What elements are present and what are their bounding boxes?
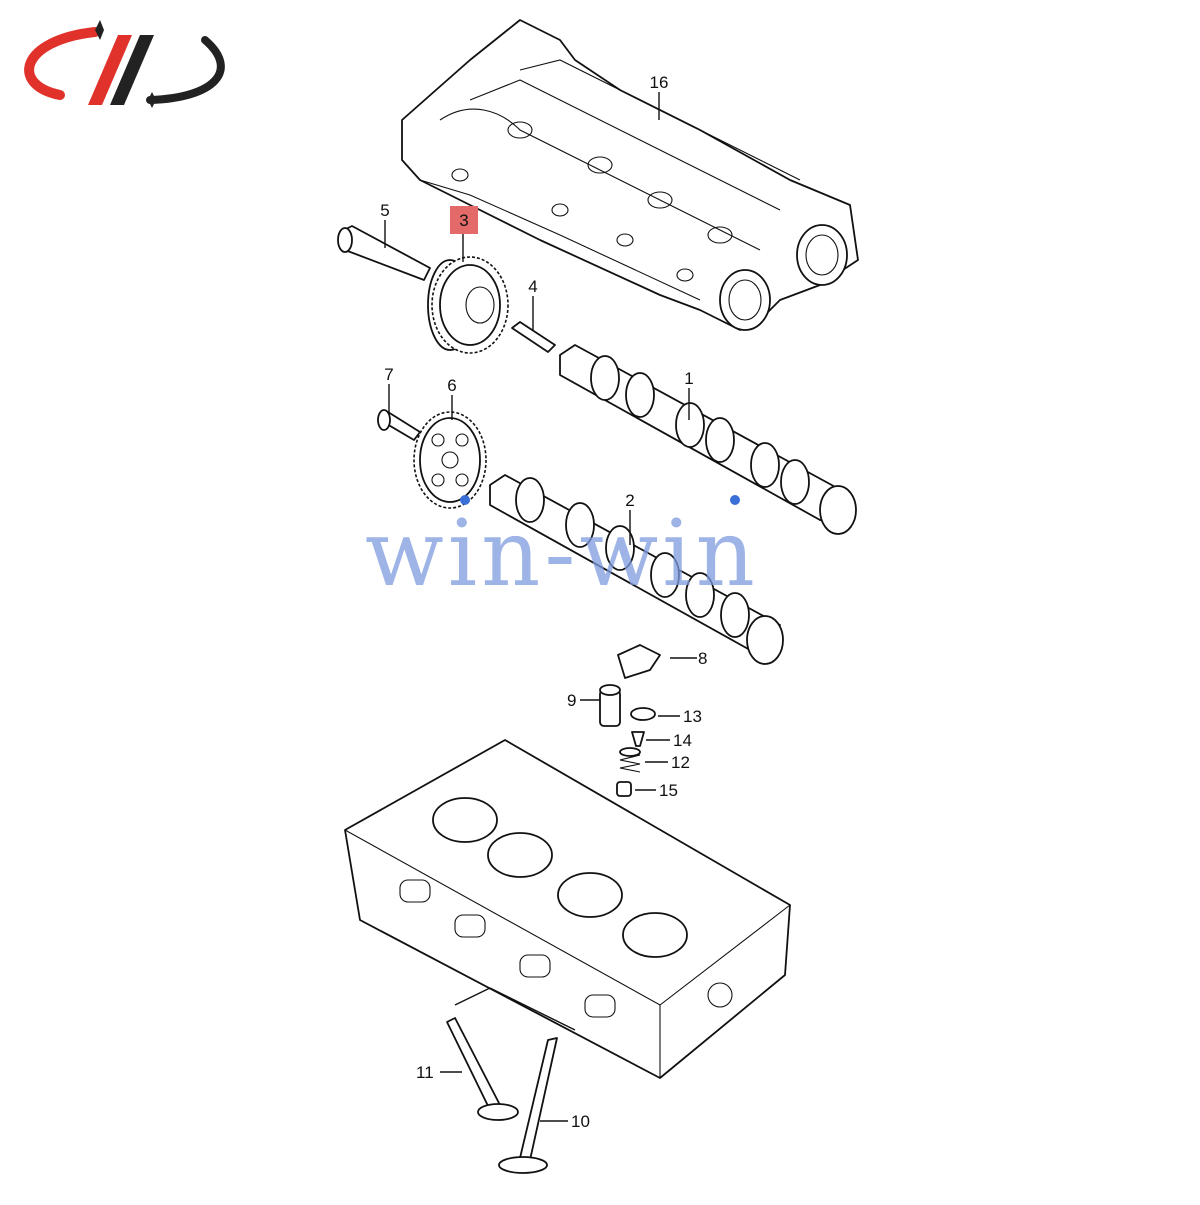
camshaft-adjuster-3	[427, 256, 509, 354]
watermark-text: win-win	[365, 500, 759, 607]
valve-10	[498, 1037, 558, 1174]
callout-13: 13	[683, 707, 702, 726]
leader-lines	[384, 92, 697, 1122]
valve-11	[446, 1017, 519, 1121]
bolt-7	[377, 409, 421, 441]
callout-2: 2	[625, 491, 634, 510]
callout-5: 5	[380, 201, 389, 220]
callout-9: 9	[567, 691, 576, 710]
cylinder-head	[344, 739, 791, 1079]
valve-seal-15	[616, 781, 632, 797]
callout-11: 11	[416, 1063, 434, 1082]
callouts: 3 16 5 4 1 7 6 2 8 9 13 14 12 15 11 10	[380, 73, 707, 1131]
callout-14: 14	[673, 731, 692, 750]
callout-10: 10	[571, 1112, 590, 1131]
brand-logo	[24, 20, 225, 108]
watermark-dot-left	[460, 495, 470, 505]
valve-spring-12	[619, 747, 641, 773]
lifter-9	[599, 684, 621, 727]
sleeve-4	[511, 321, 556, 353]
callout-12: 12	[671, 753, 690, 772]
callout-16: 16	[650, 73, 669, 92]
watermark-dot-right	[730, 495, 740, 505]
camshaft-housing	[401, 19, 859, 331]
callout-7: 7	[384, 365, 393, 384]
watermark: win-win	[365, 495, 759, 607]
camshaft-2	[489, 474, 784, 665]
callout-4: 4	[528, 277, 537, 296]
callout-6: 6	[447, 376, 456, 395]
valve-keeper-14	[631, 731, 645, 747]
camshaft-gear-6	[413, 411, 487, 509]
callout-3: 3	[459, 211, 468, 230]
callout-8: 8	[698, 649, 707, 668]
spring-retainer-13	[630, 707, 656, 721]
callout-3-highlight	[450, 206, 478, 234]
rocker-arm-8	[617, 644, 661, 679]
callout-15: 15	[659, 781, 678, 800]
bolt-5	[337, 225, 431, 281]
camshaft-1	[559, 344, 857, 535]
callout-1: 1	[684, 369, 693, 388]
